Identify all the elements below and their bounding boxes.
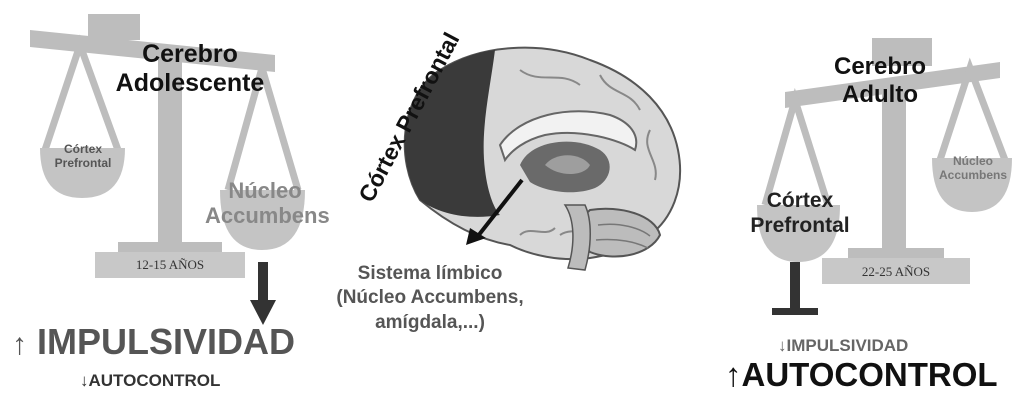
left-down-arrow: [250, 262, 276, 325]
limbic-system-label: Sistema límbico (Núcleo Accumbens, amígd…: [330, 262, 530, 335]
right-left-pan-label-line1: Córtex: [740, 190, 860, 211]
left-scale-right-pan-label: Núcleo Accumbens: [205, 180, 325, 227]
left-title-line2: Adolescente: [90, 71, 290, 96]
left-main-effect: ↑ IMPULSIVIDAD: [12, 324, 295, 360]
left-secondary-effect: ↓AUTOCONTROL: [80, 372, 220, 389]
up-arrow-icon: ↑: [12, 328, 27, 361]
right-secondary-effect-text: IMPULSIVIDAD: [787, 336, 909, 355]
left-pan-label-line1: Córtex: [42, 143, 124, 155]
brain-illustration: [405, 48, 680, 270]
left-scale-top-block: [88, 14, 140, 40]
right-title-line1: Cerebro: [810, 55, 950, 79]
right-pan-label-line1: Núcleo: [205, 180, 325, 202]
right-main-effect-text: AUTOCONTROL: [742, 356, 998, 393]
left-title: Cerebro Adolescente: [90, 42, 290, 96]
right-right-pan-label-line1: Núcleo: [930, 155, 1016, 167]
right-scale-pillar: [882, 85, 906, 260]
right-secondary-effect: ↓IMPULSIVIDAD: [778, 337, 908, 354]
left-secondary-effect-text: AUTOCONTROL: [89, 371, 221, 390]
up-arrow-icon: ↑: [725, 356, 742, 393]
right-left-pan-label-line2: Prefrontal: [740, 215, 860, 236]
right-pan-label-line2: Accumbens: [205, 205, 325, 227]
left-pan-label-line2: Prefrontal: [42, 157, 124, 169]
left-title-line1: Cerebro: [90, 42, 290, 67]
down-arrow-icon: ↓: [778, 336, 787, 355]
right-age-label: 22-25 AÑOS: [822, 265, 970, 278]
left-age-label: 12-15 AÑOS: [95, 258, 245, 271]
right-inhibition-symbol: [772, 262, 818, 315]
right-title: Cerebro Adulto: [810, 55, 950, 107]
left-scale-left-pan-label: Córtex Prefrontal: [42, 143, 124, 169]
limbic-label-line2: (Núcleo Accumbens,: [330, 286, 530, 310]
limbic-label-line3: amígdala,...): [330, 311, 530, 335]
limbic-label-line1: Sistema límbico: [330, 262, 530, 286]
left-main-effect-text: IMPULSIVIDAD: [37, 321, 295, 362]
right-main-effect: ↑AUTOCONTROL: [725, 358, 998, 391]
right-scale-left-pan-label: Córtex Prefrontal: [740, 190, 860, 236]
right-scale-right-pan-label: Núcleo Accumbens: [930, 155, 1016, 181]
right-right-pan-label-line2: Accumbens: [930, 169, 1016, 181]
right-title-line2: Adulto: [810, 83, 950, 107]
down-arrow-icon: ↓: [80, 371, 89, 390]
